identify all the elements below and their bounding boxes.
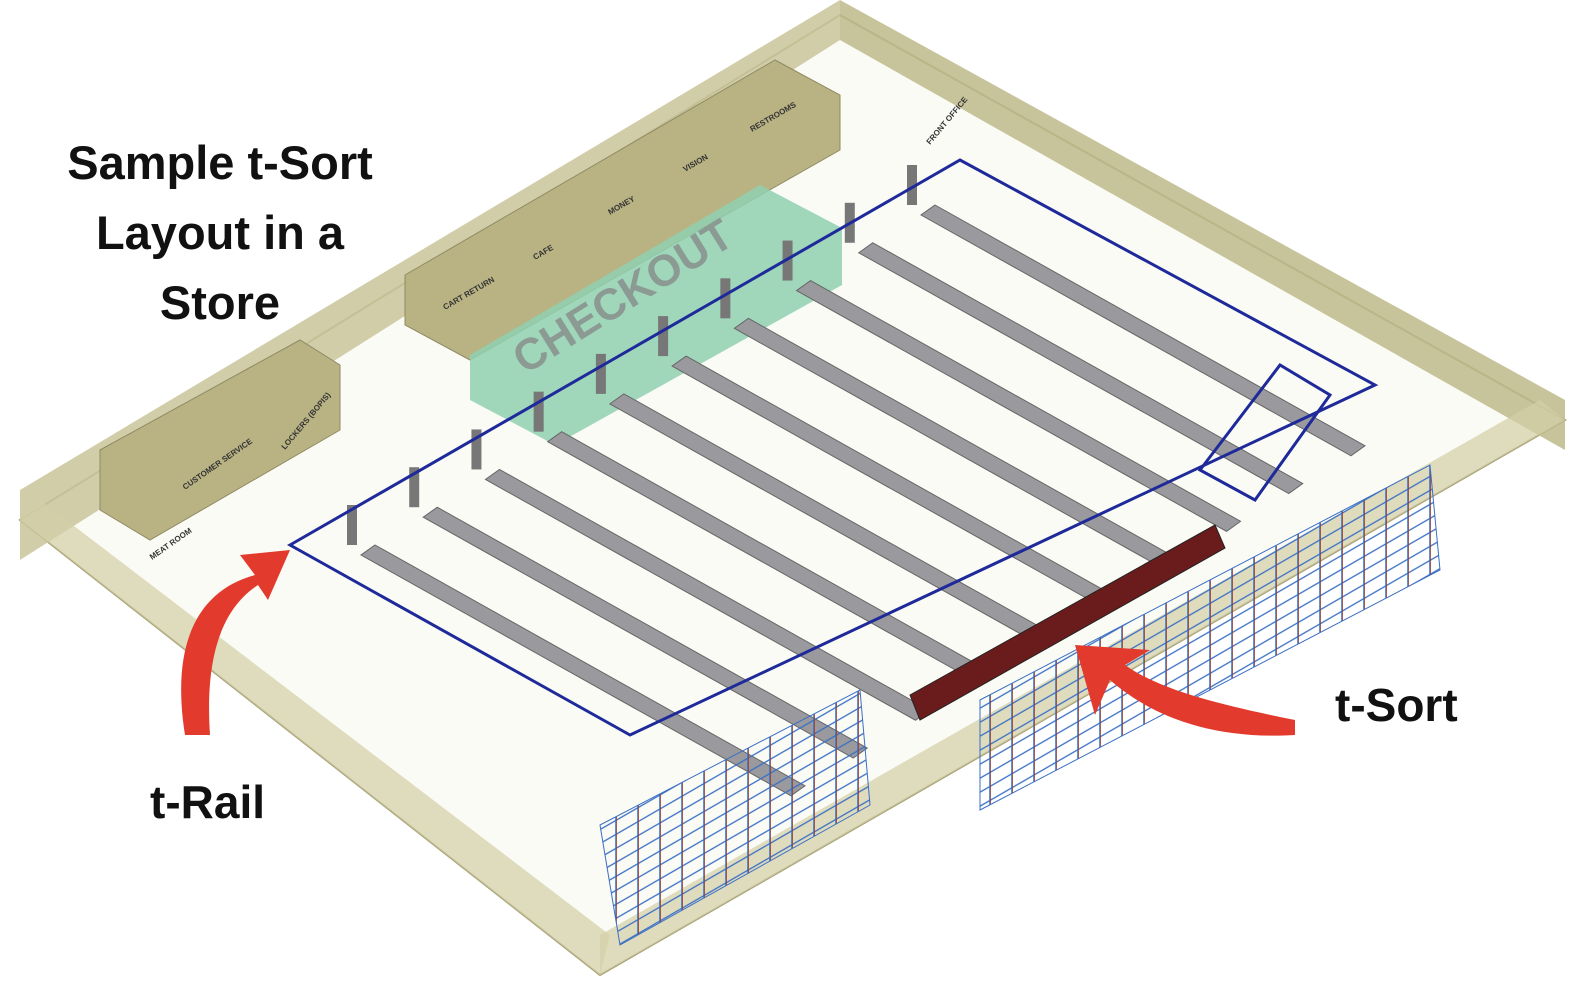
t-sort-callout: t-Sort (1335, 679, 1458, 731)
shelf-row (920, 204, 1366, 457)
room-row (99, 59, 841, 541)
t-rail-loop (286, 158, 1379, 737)
storage-racks-left (599, 689, 871, 946)
t-rail-arrow (181, 550, 290, 735)
rail-drop-station (595, 353, 606, 394)
shelf-rows (347, 165, 1366, 797)
storage-racks-right (979, 464, 1441, 811)
rail-drop-station (720, 278, 731, 319)
t-sort-machine (909, 524, 1226, 721)
checkout-area (470, 185, 842, 445)
diagram-title: Sample t-Sort Layout in a Store (40, 128, 400, 338)
rail-drop-station (658, 316, 669, 357)
rail-drop-station (409, 467, 420, 508)
shelf-row (857, 242, 1304, 495)
rail-drop-station (347, 505, 357, 545)
front-wall-left (20, 500, 610, 975)
t-sort-arrow (1075, 645, 1295, 736)
title-line-3: Store (159, 276, 281, 329)
back-wall-right (840, 0, 1565, 450)
title-line-2: Layout in a (95, 206, 345, 259)
rail-drop-station (907, 165, 917, 205)
t-rail-callout: t-Rail (150, 776, 265, 828)
shelf-row (795, 279, 1242, 532)
t-rail-spur (1197, 363, 1333, 502)
rail-drop-station (533, 391, 544, 432)
rail-drop-station (471, 429, 482, 470)
shelf-row (484, 468, 931, 721)
title-line-1: Sample t-Sort (67, 136, 373, 189)
